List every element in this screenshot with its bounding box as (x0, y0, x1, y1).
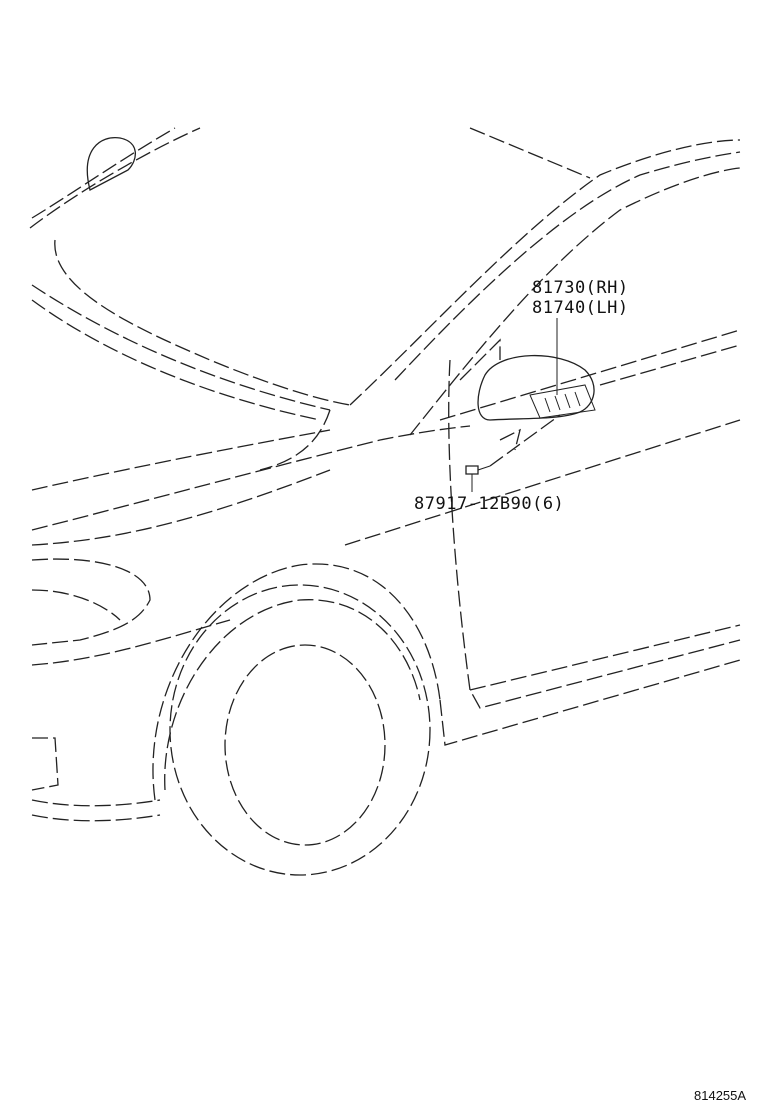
screw-part (465, 414, 561, 475)
fog-lamp (31, 737, 59, 791)
door-outline (439, 344, 741, 746)
leader-lines (471, 318, 558, 492)
callout-mirror-rh: 81730(RH) (532, 278, 629, 298)
wheel-arch-and-tire (31, 563, 441, 876)
rearview-mirror-outline (86, 136, 136, 191)
illustration-id: 814255A (694, 1088, 747, 1103)
outside-mirror-assembly (477, 354, 596, 421)
callout-screw: 87917-12B90(6) (414, 494, 565, 514)
windshield-outline (29, 127, 591, 421)
hood-and-fender (31, 409, 741, 666)
callout-mirror-lh: 81740(LH) (532, 298, 629, 318)
